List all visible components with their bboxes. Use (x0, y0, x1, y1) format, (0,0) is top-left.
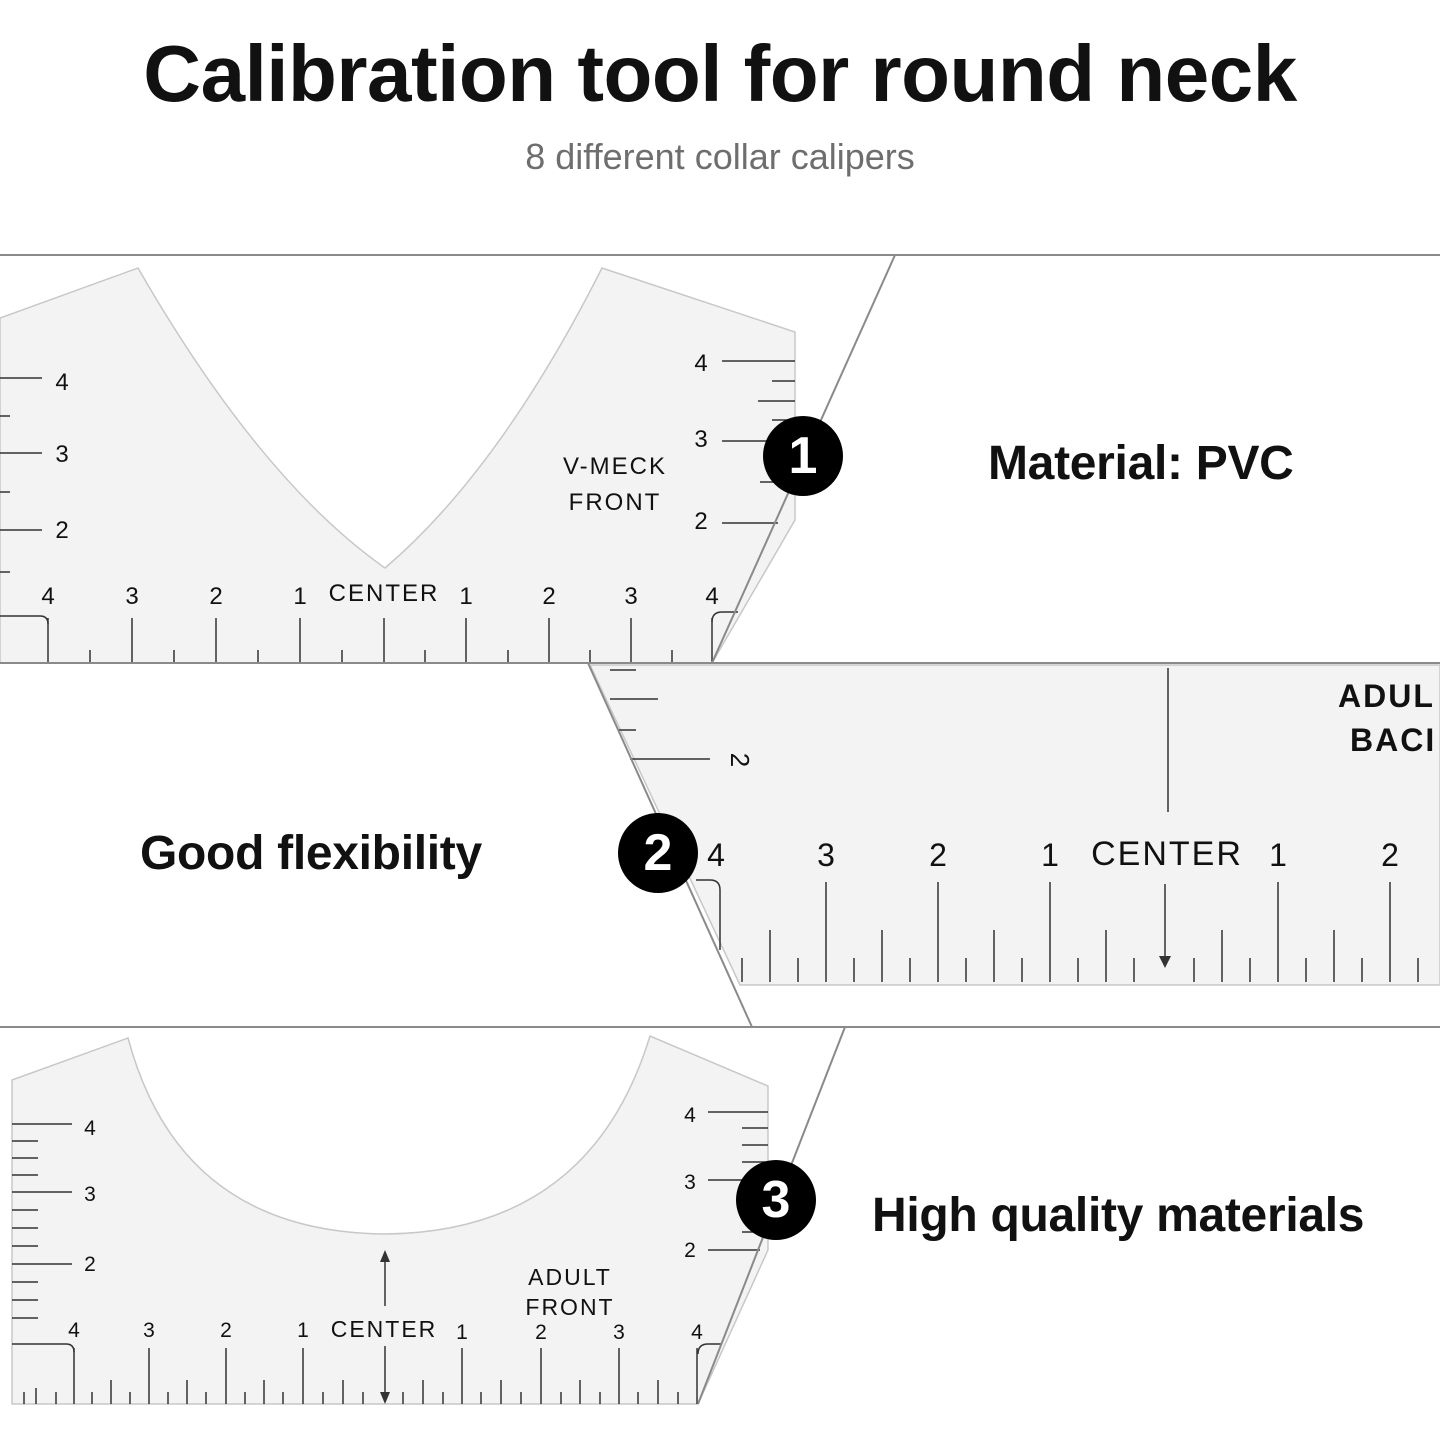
v-neck-bottom-label-4: 1 (459, 583, 472, 610)
adult-front-bottom-label-4: 1 (456, 1321, 468, 1344)
v-neck-bottom-label-2: 2 (209, 583, 222, 610)
adult-back-ruler-name-line2: BACI (1350, 722, 1436, 758)
v-neck-bottom-label-1: 3 (125, 583, 138, 610)
v-neck-bottom-label-7: 4 (705, 583, 718, 610)
adult-front-side-right-label-1: 3 (684, 1171, 696, 1194)
v-neck-bottom-label-0: 4 (41, 583, 54, 610)
adult-back-side-ticks (610, 669, 710, 760)
adult-front-side-right-label-0: 4 (684, 1104, 696, 1127)
v-neck-center-label: CENTER (329, 580, 440, 607)
v-neck-side-right-label-1: 3 (694, 426, 707, 453)
adult-back-bottom-ticks (741, 882, 1419, 982)
adult-front-left-ticks (12, 1123, 72, 1319)
adult-front-bottom-label-3: 1 (297, 1319, 309, 1342)
adult-back-ruler-body (588, 664, 1440, 986)
adult-back-bottom-label-4: 1 (1269, 837, 1287, 873)
adult-back-bottom-label-0: 4 (707, 837, 725, 873)
adult-front-bottom-label-0: 4 (68, 1319, 80, 1342)
adult-front-bottom-label-1: 3 (143, 1319, 155, 1342)
adult-front-ruler-name-line2: FRONT (525, 1294, 614, 1320)
v-neck-bottom-label-3: 1 (293, 583, 306, 610)
v-neck-bottom-label-6: 3 (624, 583, 637, 610)
adult-front-side-left-label-1: 3 (84, 1183, 96, 1206)
v-neck-ruler-name-line1: V-MECK (563, 453, 667, 480)
adult-back-ruler: 2 ADUL BACI CENTER 4 3 2 1 1 2 (588, 664, 1440, 986)
v-neck-ruler-body (0, 267, 796, 664)
feature-label-material: Material: PVC (988, 437, 1294, 490)
v-neck-side-left-label-0: 4 (55, 369, 68, 396)
feature-badge-2: 2 (618, 813, 698, 893)
adult-front-bottom-ticks (23, 1348, 698, 1404)
adult-front-ruler: 4 3 2 4 3 2 ADULT FRONT CENTER 4 3 2 1 1… (11, 1034, 769, 1405)
adult-back-bottom-label-3: 1 (1041, 837, 1059, 873)
page-subtitle: 8 different collar calipers (525, 136, 915, 177)
adult-back-bottom-label-2: 2 (929, 837, 947, 873)
adult-front-bottom-label-7: 4 (691, 1321, 703, 1344)
adult-front-side-right-label-2: 2 (684, 1239, 696, 1262)
v-neck-ruler: 4 3 2 4 3 2 V-MECK FRONT CENTER 4 3 2 1 … (0, 267, 796, 664)
feature-label-flexibility: Good flexibility (140, 827, 482, 880)
adult-front-bottom-label-6: 3 (613, 1321, 625, 1344)
adult-back-bottom-label-1: 3 (817, 837, 835, 873)
adult-back-side-label-0: 2 (725, 753, 755, 767)
v-neck-left-ticks (0, 377, 42, 573)
adult-back-ruler-name-line1: ADUL (1338, 678, 1435, 714)
adult-front-center-label: CENTER (331, 1316, 438, 1342)
v-neck-bottom-ticks (47, 618, 713, 663)
feature-badge-1: 1 (763, 416, 843, 496)
v-neck-side-left-label-2: 2 (55, 517, 68, 544)
adult-front-side-left-label-2: 2 (84, 1253, 96, 1276)
adult-back-bottom-label-5: 2 (1381, 837, 1399, 873)
adult-front-bottom-label-2: 2 (220, 1319, 232, 1342)
v-neck-ruler-name-line2: FRONT (569, 489, 662, 516)
v-neck-side-right-label-0: 4 (694, 350, 707, 377)
adult-back-center-label: CENTER (1091, 835, 1243, 873)
v-neck-side-left-label-1: 3 (55, 441, 68, 468)
panel-dividers (0, 254, 1440, 1405)
adult-front-ruler-body (11, 1034, 769, 1405)
feature-label-quality: High quality materials (872, 1189, 1365, 1242)
adult-front-ruler-name-line1: ADULT (528, 1264, 612, 1290)
adult-front-side-left-label-0: 4 (84, 1117, 96, 1140)
page-title: Calibration tool for round neck (143, 29, 1297, 118)
adult-front-bottom-label-5: 2 (535, 1321, 547, 1344)
v-neck-bottom-label-5: 2 (542, 583, 555, 610)
v-neck-side-right-label-2: 2 (694, 508, 707, 535)
feature-badge-3: 3 (736, 1160, 816, 1240)
